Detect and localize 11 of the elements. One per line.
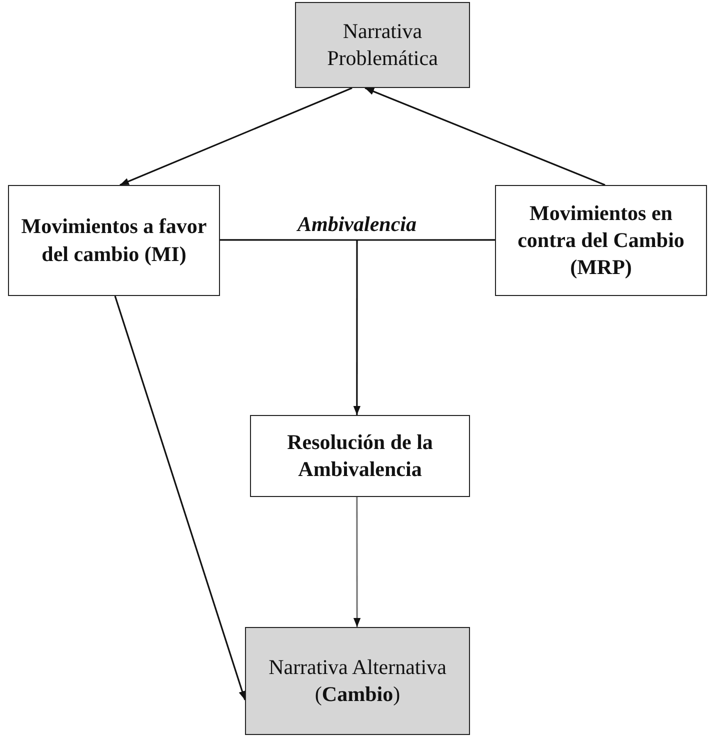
arrow (120, 87, 352, 186)
arrow (353, 240, 361, 415)
process-box: Resolución de la Ambivalencia (250, 415, 470, 497)
arrow (353, 497, 361, 627)
process-box: Movimientos en contra del Cambio (MRP) (495, 185, 707, 296)
arrow (114, 296, 246, 700)
arrow (364, 87, 606, 186)
process-box: Narrativa Problemática (295, 2, 470, 88)
process-box: Narrativa Alternativa (Cambio) (245, 627, 470, 735)
edge-label: Ambivalencia (290, 210, 424, 240)
process-box: Movimientos a favor del cambio (MI) (8, 185, 220, 296)
